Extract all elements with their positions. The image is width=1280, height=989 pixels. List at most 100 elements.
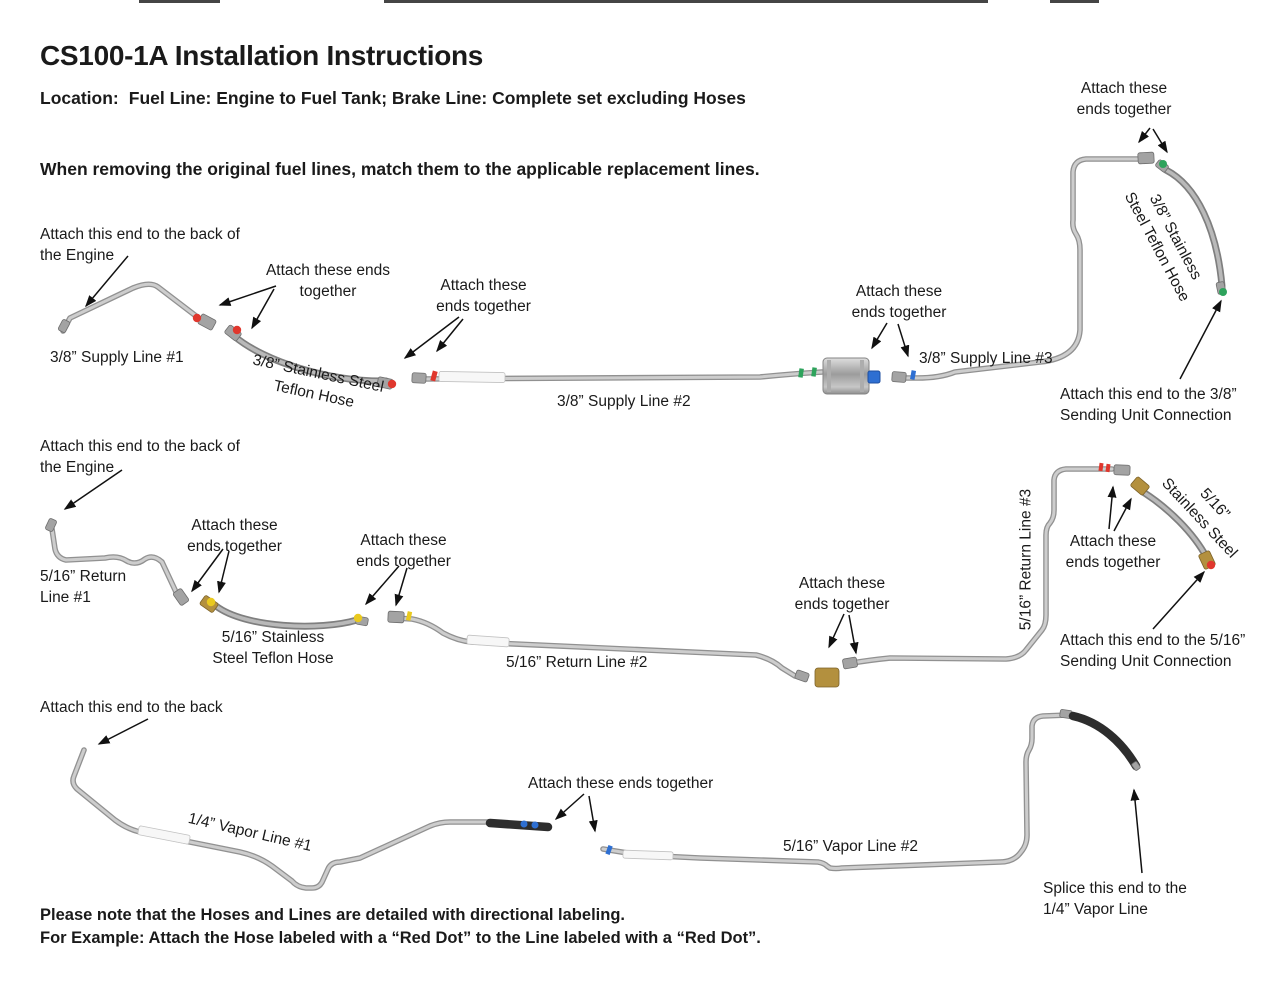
label-sleeve [137,825,191,845]
red-stripe [1098,462,1104,472]
footer-note-1: Please note that the Hoses and Lines are… [40,906,625,924]
annotation-row1-sending-unit: Attach this end to the 3/8” Sending Unit… [1060,386,1237,425]
teflon-hose-38-tank [1155,159,1227,296]
stainless-hose-516-tank [1130,476,1216,570]
pointer-arrow [897,323,910,358]
red-dot [1206,560,1216,570]
label-return-line-3: 5/16” Return Line #3 [1017,488,1035,631]
annotation-row3-attach-a: Attach these ends together [528,775,714,792]
return-line-3 [842,462,1131,670]
annotation-row3-splice: Splice this end to the 1/4” Vapor Line [1043,880,1187,919]
cropped-top-edge-artifact [384,0,988,3]
pointer-arrow [191,548,224,593]
red-stripe [1105,463,1111,473]
annotation-row1-attach-b: Attach these ends together [436,277,531,316]
pointer-arrow [218,285,277,306]
tube-highlight [895,157,1143,380]
pointer-arrow [403,316,460,359]
supply-line-3 [891,151,1155,383]
annotation-row2-attach-engine: Attach this end to the back of the Engin… [40,438,240,477]
vapor-line-2 [603,709,1141,868]
fitting [842,656,858,670]
label-supply-line-1: 3/8” Supply Line #1 [50,349,184,366]
fitting [794,669,810,683]
label-sleeve [466,634,510,648]
label-sleeve [438,371,506,383]
pointer-arrow [871,322,888,350]
label-return-line-1: 5/16” Return Line #1 [40,568,127,607]
filter-ring [827,360,831,392]
blue-dot [531,821,539,829]
location-value: Fuel Line: Engine to Fuel Tank; Brake Li… [128,88,746,108]
pointer-arrow [63,469,123,510]
rubber-hose [490,823,548,827]
pointer-arrow [1152,128,1168,154]
teflon-hose-38 [224,324,397,390]
pointer-arrow [85,255,129,308]
blue-stripe [605,845,613,856]
teflon-hose-516 [199,595,369,626]
annotation-row1-attach-engine: Attach this end to the back of the Engin… [40,226,240,265]
red-dot [387,379,397,389]
green-stripe [798,368,804,378]
pointer-arrow [828,613,845,649]
fitting [172,588,190,606]
pointer-arrow [251,288,275,330]
pointer-arrow [436,318,464,353]
green-stripe [811,367,817,377]
supply-line-1 [57,282,217,333]
vapor-line-1 [73,750,548,888]
brass-fitting [1130,476,1150,496]
pointer-arrow [1138,127,1151,144]
pointer-arrow [217,550,230,594]
fitting [1113,464,1131,476]
pointer-arrow [848,614,859,655]
green-dot [1159,160,1167,168]
location-line: Location: Fuel Line: Engine to Fuel Tank;… [40,88,746,109]
pointer-arrow [394,567,408,607]
fitting [387,610,405,624]
tube-highlight [61,282,198,333]
supply-line-2 [411,357,881,395]
annotation-row2-attach-b: Attach these ends together [356,532,451,571]
return-line-2 [387,610,840,688]
fitting [411,372,427,384]
annotation-row1-attach-a: Attach these ends together [265,262,391,301]
footer-note-2: For Example: Attach the Hose labeled wit… [40,929,761,947]
brass-union [814,667,840,688]
label-supply-line-2: 3/8” Supply Line #2 [557,393,691,410]
annotation-row1-attach-c: Attach these ends together [851,283,947,322]
hose-tip [1131,761,1141,771]
pointer-arrow [1179,299,1222,380]
location-label: Location: [40,88,119,108]
blue-stripe [910,370,917,380]
filter-ring [860,360,864,392]
tube [73,750,490,888]
pointer-arrow [1130,788,1143,874]
yellow-dot [353,613,363,623]
pointer-arrow [1107,485,1117,530]
pointer-arrow [588,795,598,833]
rubber-hose [1073,716,1136,766]
annotation-row2-attach-a: Attach these ends together [187,517,282,556]
annotation-row3-attach-back: Attach this end to the back [40,699,223,716]
tube [897,159,1141,378]
label-teflon-hose-516: 5/16” Stainless Steel Teflon Hose [212,629,334,668]
annotation-row1-attach-d: Attach these ends together [1076,80,1172,119]
pointer-arrow [554,793,585,820]
label-sleeve [622,849,674,861]
annotation-row2-attach-d: Attach these ends together [1065,533,1161,572]
fitting [1137,151,1155,165]
page-title: CS100-1A Installation Instructions [40,40,484,71]
pointer-arrows [63,127,1222,874]
red-dot [192,313,202,323]
pointer-arrow [1152,570,1206,630]
pointer-arrow [365,565,400,606]
blue-fitting [867,370,881,384]
tube-highlight [71,748,492,890]
red-dot [232,325,242,335]
yellow-dot [206,597,216,607]
blue-dot [520,820,528,828]
